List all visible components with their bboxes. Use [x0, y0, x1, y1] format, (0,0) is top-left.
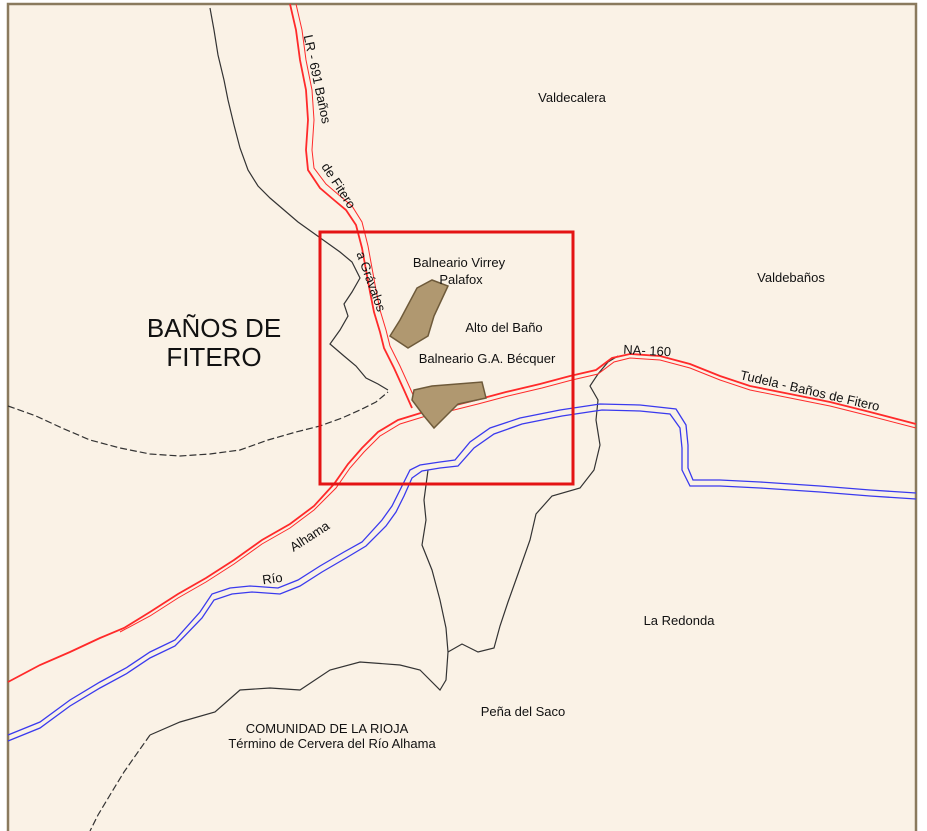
label-balneario-virrey-1: Balneario Virrey [413, 255, 506, 270]
road-na160-inner [119, 357, 917, 633]
building-balneario-becquer [411, 381, 487, 430]
road-lr691 [289, 3, 413, 409]
label-la-redonda: La Redonda [644, 613, 716, 628]
municipal-boundaries [7, 7, 619, 831]
label-valdebanos: Valdebaños [757, 270, 825, 285]
label-alto-del-bano: Alto del Baño [465, 320, 542, 335]
label-balneario-becquer: Balneario G.A. Bécquer [419, 351, 556, 366]
label-river-rio: Río [261, 570, 283, 588]
focus-area-box [318, 230, 575, 486]
label-pena-del-saco: Peña del Saco [481, 704, 566, 719]
label-valdecalera: Valdecalera [538, 90, 606, 105]
label-town-line1: BAÑOS DE [147, 313, 281, 343]
boundary-north-west [209, 7, 389, 391]
map-frame-border [6, 2, 918, 831]
boundary-west [7, 391, 389, 457]
label-comunidad-rioja: COMUNIDAD DE LA RIOJA [246, 721, 409, 736]
road-na160 [7, 353, 917, 683]
roads [7, 3, 917, 683]
river-alhama [7, 403, 917, 742]
boundary-south [149, 469, 449, 736]
building-balneario-virrey [388, 279, 450, 349]
label-balneario-virrey-2: Palafox [439, 272, 483, 287]
map-background [8, 4, 916, 831]
label-town-line2: FITERO [166, 342, 261, 372]
boundary-east [447, 355, 619, 653]
label-termino-cervera: Término de Cervera del Río Alhama [228, 736, 436, 751]
road-lr691-inner [295, 3, 419, 407]
label-road-na160: NA- 160 [623, 342, 671, 359]
